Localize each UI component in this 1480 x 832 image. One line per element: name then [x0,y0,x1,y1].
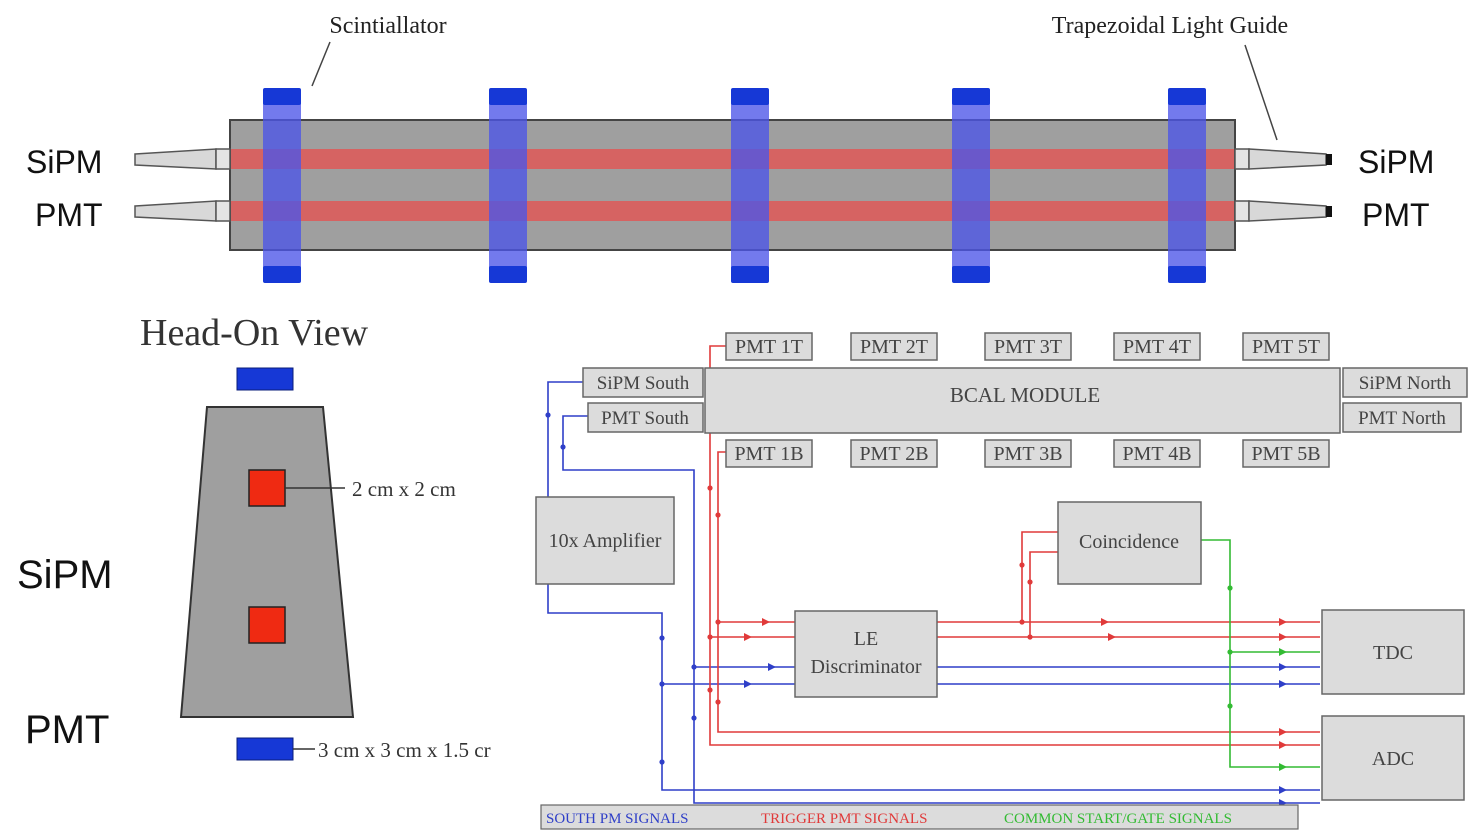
legend-common-gate: COMMON START/GATE SIGNALS [1004,811,1232,827]
legend-trigger-pmt: TRIGGER PMT SIGNALS [761,811,927,827]
wire-junctions [545,412,1233,765]
svg-text:PMT 5T: PMT 5T [1252,336,1320,358]
left-pmt-guide-end [215,200,231,222]
head-on-pmt-label: PMT [25,708,109,752]
scintillator-leader [311,41,331,87]
right-pmt-sensor [1326,206,1332,217]
bottom-pmt-5: PMT 5B [1242,439,1330,468]
head-on-title: Head-On View [140,312,369,354]
adc-box: ADC [1321,715,1465,801]
signal-arrowheads [744,618,1287,807]
south-pm-signal-wires [547,381,1320,804]
svg-text:Coincidence: Coincidence [1079,531,1179,553]
left-sipm-guide-end [215,148,231,170]
bottom-pmt-2: PMT 2B [850,439,938,468]
right-sipm-label: SiPM [1358,144,1434,180]
signal-legend: SOUTH PM SIGNALS TRIGGER PMT SIGNALS COM… [540,804,1299,830]
svg-text:SiPM South: SiPM South [597,373,690,394]
scintillator-paddle-5 [1168,88,1206,283]
scint-size-label: 3 cm x 3 cm x 1.5 cr [318,738,491,762]
schematic: BCAL MODULE PMT 1T PMT 2T PMT 3T PMT 4T … [535,332,1468,830]
tdc-box: TDC [1321,609,1465,695]
svg-text:PMT 2B: PMT 2B [859,443,928,465]
svg-text:Discriminator: Discriminator [810,656,921,678]
top-view: Scintiallator Trapezoidal Light Guide Si… [26,13,1434,283]
head-on-view: Head-On View 2 cm x 2 cm 3 cm x 3 cm x 1… [17,312,491,762]
light-guide-leader [1244,44,1278,141]
right-pmt-label: PMT [1362,197,1430,233]
sipm-north-box: SiPM North [1342,367,1468,398]
top-pmt-2: PMT 2T [850,332,938,361]
left-sipm-label: SiPM [26,144,102,180]
common-start-gate-wires [1201,539,1320,768]
left-pmt-label: PMT [35,197,103,233]
scintillator-paddle-4 [952,88,990,283]
sipm-south-box: SiPM South [582,367,704,398]
svg-text:PMT 4B: PMT 4B [1122,443,1191,465]
svg-text:SiPM North: SiPM North [1359,373,1452,394]
head-on-clip-mask [535,700,545,780]
trigger-pmt-signal-wires [709,345,1320,746]
svg-text:LE: LE [854,628,878,650]
svg-text:PMT South: PMT South [601,408,689,429]
light-guide-label: Trapezoidal Light Guide [1052,13,1288,39]
pmt-north-box: PMT North [1342,402,1462,433]
svg-text:PMT 2T: PMT 2T [860,336,928,358]
svg-text:PMT 1B: PMT 1B [734,443,803,465]
top-pmt-3: PMT 3T [984,332,1072,361]
svg-text:PMT 5B: PMT 5B [1251,443,1320,465]
scintillator-paddle-2 [489,88,527,283]
top-pmt-4: PMT 4T [1113,332,1201,361]
svg-text:PMT 1T: PMT 1T [735,336,803,358]
discriminator-box: LE Discriminator [794,610,938,698]
head-on-sipm-label: SiPM [17,553,113,597]
svg-text:PMT 3B: PMT 3B [993,443,1062,465]
svg-text:TDC: TDC [1373,642,1413,664]
bottom-pmt-1: PMT 1B [725,439,813,468]
bottom-pmt-4: PMT 4B [1113,439,1201,468]
scintillator-paddle-3 [731,88,769,283]
cell-size-label: 2 cm x 2 cm [352,477,456,501]
scintillator-paddle-1 [263,88,301,283]
right-sipm-sensor [1326,154,1332,165]
head-on-bottom-scintillator [236,737,294,761]
left-sipm-light-guide [134,148,217,170]
top-pmt-1: PMT 1T [725,332,813,361]
svg-text:PMT North: PMT North [1358,408,1446,429]
svg-text:PMT 3T: PMT 3T [994,336,1062,358]
svg-text:ADC: ADC [1372,748,1414,770]
bcal-module-box [704,367,1341,434]
coincidence-box: Coincidence [1057,501,1202,585]
bcal-module-label: BCAL MODULE [950,383,1100,407]
pmt-cell [248,606,286,644]
left-pmt-light-guide [134,200,217,222]
head-on-top-scintillator [236,367,294,391]
right-pmt-light-guide [1248,200,1327,222]
sipm-cell [248,469,286,507]
pmt-south-box: PMT South [587,402,704,433]
svg-text:PMT 4T: PMT 4T [1123,336,1191,358]
right-pmt-guide-end [1234,200,1250,222]
right-sipm-guide-end [1234,148,1250,170]
head-on-module-body [179,406,355,718]
top-pmt-5: PMT 5T [1242,332,1330,361]
svg-text:10x Amplifier: 10x Amplifier [549,530,662,552]
right-sipm-light-guide [1248,148,1327,170]
amplifier-box: 10x Amplifier [535,496,675,585]
scintillator-label: Scintiallator [329,13,446,39]
bottom-pmt-3: PMT 3B [984,439,1072,468]
legend-south-pm: SOUTH PM SIGNALS [546,811,689,827]
